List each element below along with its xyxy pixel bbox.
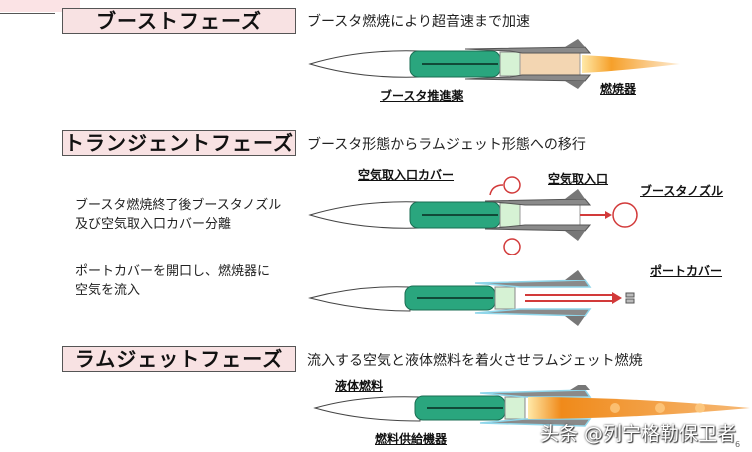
boost-phase-description: ブースタ燃焼により超音速まで加速 [307, 14, 531, 30]
transient-note-port-cover: ポートカバーを開口し、燃焼器に 空気を流入 [75, 264, 271, 298]
ramjet-phase-description: 流入する空気と液体燃料を着火させラムジェット燃焼 [307, 353, 643, 369]
boost-missile-diagram [308, 39, 680, 89]
booster-propellant-label: ブースタ推進薬 [380, 89, 464, 103]
ramjet-missile-diagram [313, 385, 750, 427]
air-intake-label: 空気取入口 [548, 172, 609, 186]
transient-phase-description: ブースタ形態からラムジェット形態への移行 [307, 137, 586, 153]
boost-phase-title: ブーストフェーズ [62, 8, 296, 34]
top-decoration [0, 0, 80, 12]
transient-missile-diagram [308, 176, 638, 255]
fuel-supply-label: 燃料供給機器 [375, 432, 448, 446]
port-open-missile-diagram [308, 270, 635, 326]
transient-phase-title: トランジェントフェーズ [62, 130, 296, 156]
watermark: 头条 @列宁格勒保卫者 [540, 423, 737, 445]
port-cover-label: ポートカバー [650, 264, 723, 278]
transient-note-separation: ブースタ燃焼終了後ブースタノズル 及び空気取入口カバー分離 [75, 198, 282, 232]
intake-cover-label: 空気取入口カバー [358, 168, 455, 182]
booster-nozzle-label: ブースタノズル [640, 184, 724, 198]
top-rule [0, 13, 55, 14]
ramjet-phase-title: ラムジェットフェーズ [62, 346, 296, 372]
combustor-label: 燃焼器 [600, 82, 637, 96]
page-number: 6 [735, 440, 741, 449]
liquid-fuel-label: 液体燃料 [335, 379, 384, 393]
